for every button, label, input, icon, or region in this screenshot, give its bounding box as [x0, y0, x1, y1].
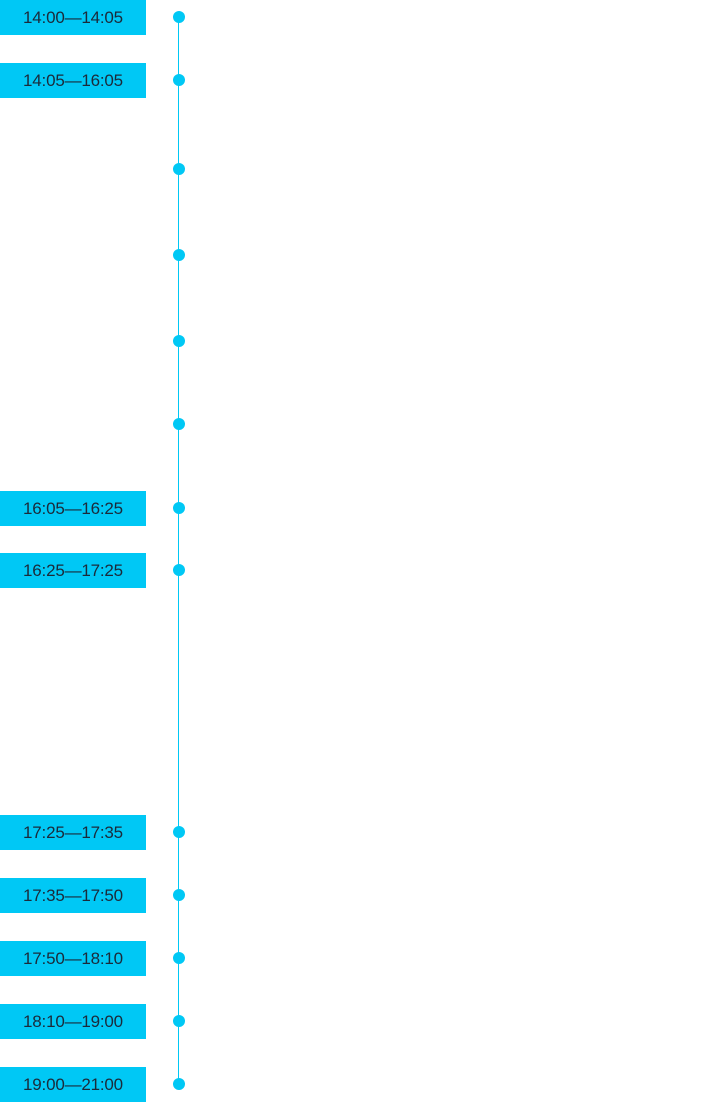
timeline-node-dot: [173, 249, 185, 261]
timeline-node-dot: [173, 335, 185, 347]
time-label: 19:00—21:00: [0, 1066, 146, 1102]
time-label: 16:25—17:25: [0, 552, 146, 588]
timeline-node-dot: [173, 11, 185, 23]
timeline-node-dot: [173, 502, 185, 514]
timeline-node-dot: [173, 826, 185, 838]
time-label: 16:05—16:25: [0, 490, 146, 526]
time-label: 14:05—16:05: [0, 62, 146, 98]
time-label: 17:35—17:50: [0, 877, 146, 913]
time-label: 18:10—19:00: [0, 1003, 146, 1039]
time-label: 17:50—18:10: [0, 940, 146, 976]
timeline-node-dot: [173, 74, 185, 86]
time-label: 17:25—17:35: [0, 814, 146, 850]
time-label: 14:00—14:05: [0, 0, 146, 35]
timeline-node-dot: [173, 418, 185, 430]
timeline-node-dot: [173, 952, 185, 964]
timeline-node-dot: [173, 1078, 185, 1090]
timeline-axis-line: [178, 17, 179, 1084]
timeline-node-dot: [173, 163, 185, 175]
timeline-node-dot: [173, 564, 185, 576]
timeline-node-dot: [173, 889, 185, 901]
timeline-node-dot: [173, 1015, 185, 1027]
